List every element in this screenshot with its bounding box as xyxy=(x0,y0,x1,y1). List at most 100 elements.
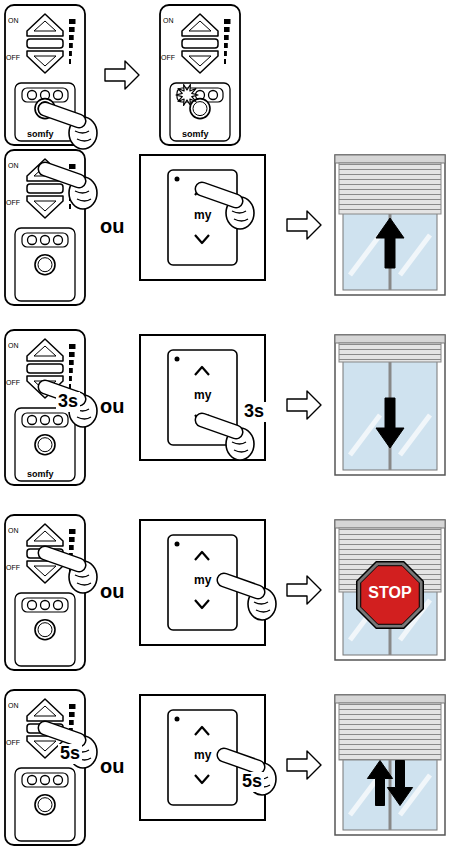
level-bar xyxy=(69,204,71,209)
level-bar xyxy=(69,720,74,725)
level-bar xyxy=(69,164,76,169)
level-bar xyxy=(69,27,75,32)
switch-plate xyxy=(140,335,265,460)
up-chevron xyxy=(195,367,209,375)
direction-arrow xyxy=(387,761,412,806)
select-button xyxy=(38,623,52,637)
level-bar xyxy=(69,59,71,64)
level-bar xyxy=(69,537,75,542)
finger xyxy=(45,728,79,740)
button-label: ON xyxy=(163,17,174,25)
finger xyxy=(45,553,79,565)
finger xyxy=(45,109,79,121)
level-bar xyxy=(69,529,76,534)
level-bar xyxy=(69,352,75,357)
stop-text: STOP xyxy=(355,584,425,602)
finger xyxy=(202,189,236,201)
button-label: ON xyxy=(8,342,19,350)
channel-led xyxy=(28,91,37,100)
up-button xyxy=(34,531,56,541)
level-bar xyxy=(69,712,75,717)
select-button xyxy=(35,435,55,455)
switch-plate xyxy=(140,520,265,645)
down-button xyxy=(34,201,56,211)
channel-led xyxy=(28,236,37,245)
finger xyxy=(45,169,79,181)
down-button xyxy=(189,56,211,66)
down-button xyxy=(27,196,63,218)
channel-led xyxy=(41,236,50,245)
up-button xyxy=(34,706,56,716)
brand-name: somfy xyxy=(27,130,54,140)
level-bar xyxy=(69,545,74,550)
channel-led xyxy=(41,416,50,425)
select-button xyxy=(35,255,55,275)
my-button xyxy=(27,184,63,193)
switch-plate xyxy=(140,155,265,280)
shutter-box xyxy=(335,695,445,703)
remote-panel xyxy=(15,408,75,481)
up-chevron xyxy=(195,727,209,735)
button-label: ON xyxy=(8,702,19,710)
finger-fold xyxy=(232,442,248,452)
level-bar xyxy=(69,704,76,709)
up-button xyxy=(27,524,63,546)
button-label: ON xyxy=(8,162,19,170)
hold-duration: 3s xyxy=(242,402,266,422)
up-button xyxy=(27,14,63,36)
switch-led xyxy=(175,177,180,182)
select-button xyxy=(35,795,55,815)
my-button-label: my xyxy=(194,389,211,402)
switch-rocker xyxy=(168,350,237,445)
brand-name: somfy xyxy=(27,470,54,480)
or-word: ou xyxy=(100,755,124,777)
finger xyxy=(45,553,79,565)
level-bar xyxy=(224,19,231,24)
channel-led xyxy=(28,416,37,425)
level-bar xyxy=(69,51,72,56)
or-word: ou xyxy=(100,395,124,417)
remote-body xyxy=(5,515,85,670)
switch-plate xyxy=(140,695,265,820)
brand-name: somfy xyxy=(182,130,209,140)
level-bar xyxy=(69,344,76,349)
remote-body xyxy=(160,5,240,145)
flow-arrow xyxy=(287,211,321,239)
my-button xyxy=(182,39,218,48)
finger xyxy=(224,755,258,767)
channel-led xyxy=(28,601,37,610)
level-bar xyxy=(224,43,228,48)
level-bar xyxy=(224,35,229,40)
finger-fold xyxy=(254,602,270,612)
channel-led xyxy=(41,776,50,785)
up-chevron xyxy=(195,552,209,560)
level-bar xyxy=(69,43,73,48)
channel-strip xyxy=(22,233,68,247)
remote-body xyxy=(5,690,85,845)
up-button xyxy=(34,21,56,31)
shutter-box xyxy=(335,335,445,343)
level-bar xyxy=(69,19,76,24)
button-label: OFF xyxy=(6,199,20,207)
level-bar xyxy=(69,376,72,381)
down-chevron xyxy=(195,235,209,243)
finger-fold xyxy=(232,211,248,221)
remote-body xyxy=(5,5,85,145)
level-bar xyxy=(224,51,227,56)
down-chevron xyxy=(195,775,209,783)
select-button xyxy=(193,102,207,116)
channel-led xyxy=(28,776,37,785)
finger xyxy=(202,420,236,432)
hold-duration: 5s xyxy=(58,744,82,764)
direction-arrow xyxy=(376,398,404,448)
remote-panel xyxy=(15,228,75,301)
channel-led xyxy=(54,236,63,245)
or-word: ou xyxy=(100,215,124,237)
finger xyxy=(224,755,258,767)
level-bar xyxy=(224,27,230,32)
down-button xyxy=(34,56,56,66)
remote-body xyxy=(5,330,85,485)
finger-fold xyxy=(75,191,91,201)
channel-led xyxy=(54,776,63,785)
